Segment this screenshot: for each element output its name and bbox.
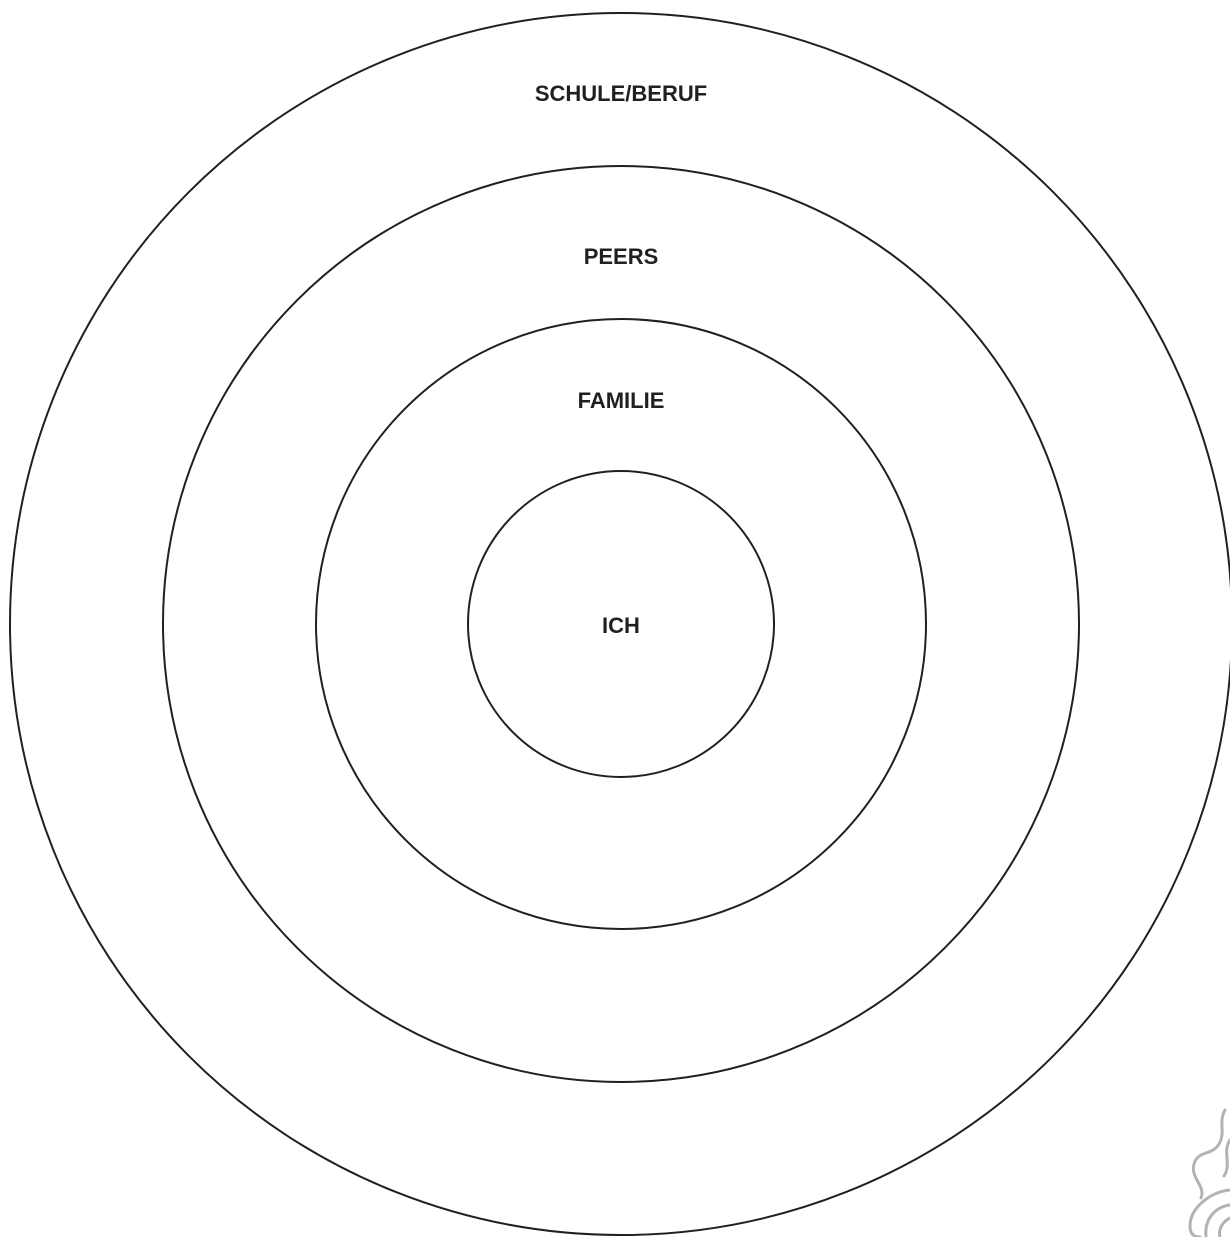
ring-label-schule-beruf: SCHULE/BERUF	[535, 81, 707, 106]
ornament-stroke	[1219, 1218, 1230, 1237]
ring-ich: ICH	[468, 471, 774, 777]
ring-label-familie: FAMILIE	[578, 388, 665, 413]
ornament-stroke	[1190, 1190, 1230, 1237]
ornament-stroke	[1193, 1110, 1225, 1198]
ornament-stroke	[1224, 1140, 1230, 1176]
ring-label-ich: ICH	[602, 613, 640, 638]
swirl-ornament-icon	[1190, 1110, 1230, 1237]
ring-label-peers: PEERS	[584, 244, 659, 269]
